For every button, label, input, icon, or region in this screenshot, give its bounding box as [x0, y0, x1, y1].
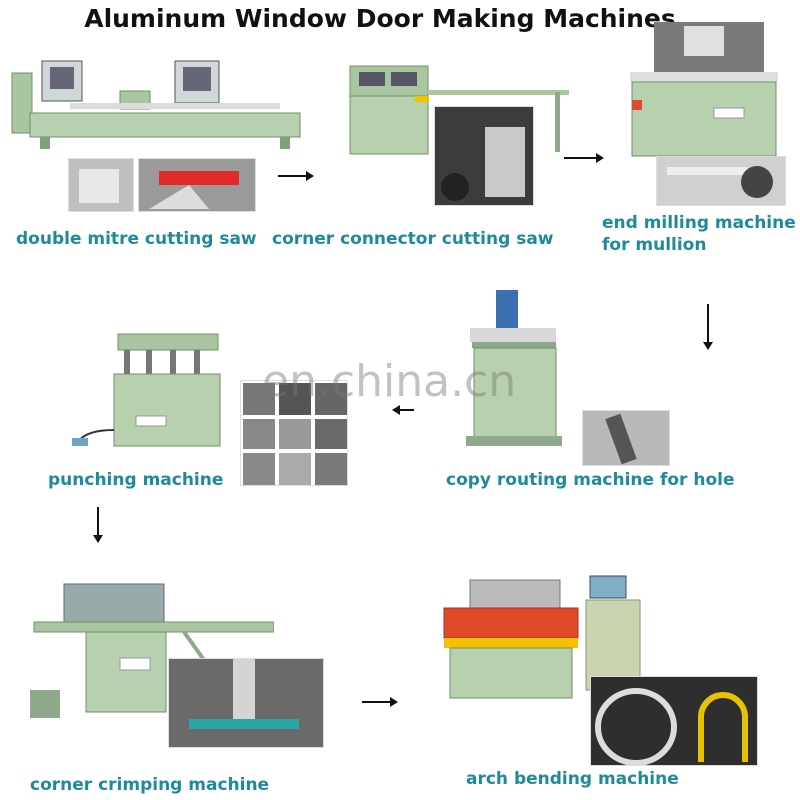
mitre-saw-detail-photo-1 [68, 158, 134, 212]
corner-connector-cutting-saw-image [349, 65, 569, 155]
arrow-left-icon [392, 405, 414, 415]
end-milling-detail-photo [656, 156, 786, 206]
copy-routing-machine-image [466, 290, 562, 446]
step-label-end-milling-line1: end milling machine [602, 213, 796, 233]
watermark: en.china.cn [262, 356, 517, 407]
end-milling-machine-image [630, 22, 778, 157]
connector-saw-detail-photo [434, 106, 534, 206]
punching-detail-photo-grid [240, 380, 348, 486]
arch-bending-machine-image [443, 575, 641, 699]
step-label-corner-connector-cutting-saw: corner connector cutting saw [272, 229, 554, 249]
step-label-double-mitre-cutting-saw: double mitre cutting saw [16, 229, 257, 249]
corner-crimping-machine-image [30, 583, 274, 718]
punching-machine-image [72, 333, 221, 447]
step-label-end-milling-machine: end milling machine for mullion [602, 212, 796, 256]
arrow-down-icon [93, 507, 103, 543]
arrow-down-icon [703, 304, 713, 350]
double-mitre-cutting-saw-image [11, 60, 301, 149]
step-label-copy-routing-machine: copy routing machine for hole [446, 470, 735, 490]
arrow-right-icon [278, 171, 314, 181]
mitre-saw-detail-photo-2 [138, 158, 256, 212]
arch-bending-detail-photo [590, 676, 758, 766]
arrow-right-icon [564, 153, 604, 163]
step-label-end-milling-line2: for mullion [602, 235, 707, 255]
step-label-arch-bending-machine: arch bending machine [466, 769, 679, 789]
crimping-detail-photo [168, 658, 324, 748]
step-label-punching-machine: punching machine [48, 470, 224, 490]
arrow-right-icon [362, 697, 398, 707]
step-label-corner-crimping-machine: corner crimping machine [30, 775, 270, 795]
page-title: Aluminum Window Door Making Machines [84, 4, 676, 33]
routing-detail-photo [582, 410, 670, 466]
